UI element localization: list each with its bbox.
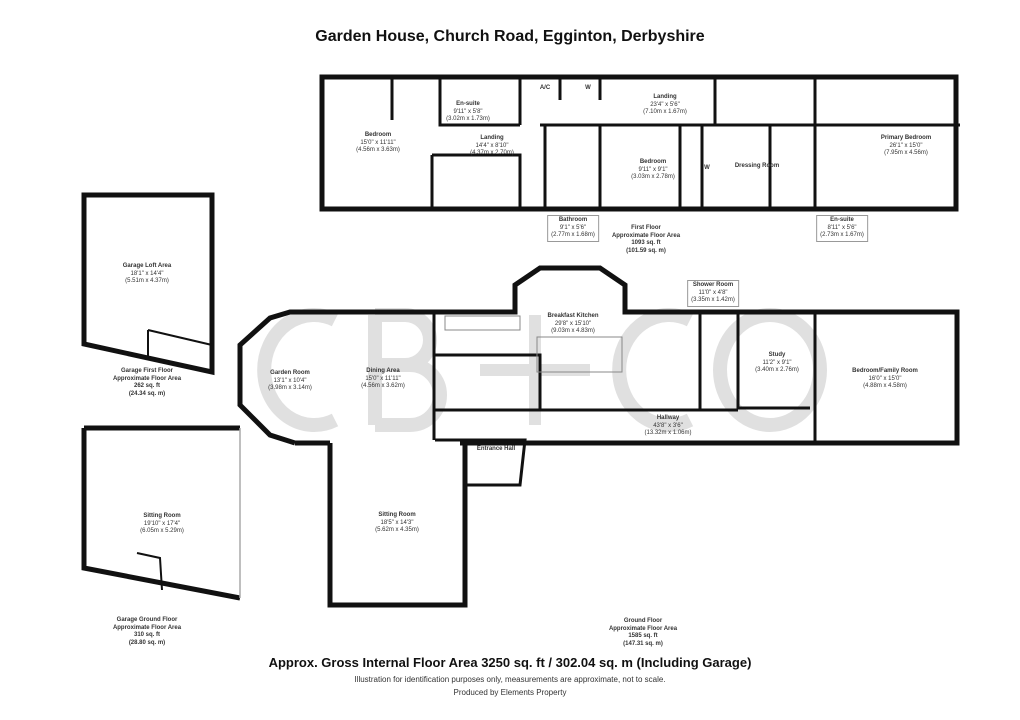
page-title: Garden House, Church Road, Egginton, Der… (315, 28, 705, 45)
ground-floor-walls (432, 312, 817, 487)
room-label-w-2: W (704, 165, 710, 171)
garage-ground-outline (81, 425, 241, 601)
kitchen-worktop (444, 315, 521, 331)
watermark-logo (257, 308, 827, 432)
watermark-plus (480, 315, 590, 425)
watermark-letter-c-2 (612, 308, 694, 432)
kitchen-island (536, 336, 623, 373)
garage-stairs (136, 552, 163, 591)
room-label-ac: A/C (539, 85, 551, 91)
first-floor-outline (319, 74, 959, 212)
producer-credit: Produced by Elements Property (453, 688, 567, 697)
watermark-letter-c (257, 308, 339, 432)
disclaimer: Illustration for identification purposes… (354, 675, 666, 684)
watermark-letter-b (368, 308, 447, 432)
room-label-dressing: Dressing Room (734, 163, 780, 169)
garage-loft-outline (81, 192, 215, 376)
gross-area: Approx. Gross Internal Floor Area 3250 s… (268, 655, 752, 670)
room-label-w: W (585, 85, 591, 91)
ground-floor-outline (237, 265, 960, 608)
garage-loft-stairs (147, 329, 213, 360)
first-floor-walls (390, 77, 960, 209)
watermark-letter-o (713, 308, 827, 432)
room-label-entrance-hall: Entrance Hall (476, 446, 516, 452)
